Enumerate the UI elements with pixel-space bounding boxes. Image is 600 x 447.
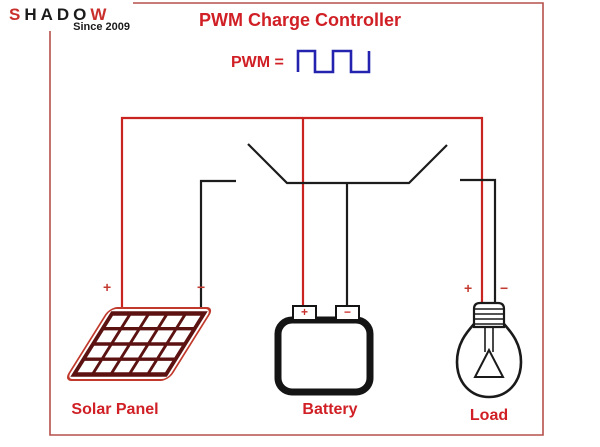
- solar-positive-sign: +: [103, 279, 112, 295]
- outer-border: [49, 2, 544, 436]
- brand-logo-letters-mid: HADO: [24, 5, 91, 24]
- load-positive-sign: +: [464, 280, 473, 296]
- brand-logo-letter-w: W: [90, 5, 111, 24]
- battery-negative-terminal: −: [335, 305, 360, 321]
- pwm-equation-label: PWM =: [231, 54, 284, 71]
- controller-switch-symbol: [247, 143, 448, 185]
- battery-label: Battery: [302, 401, 358, 418]
- load-label: Load: [469, 407, 509, 424]
- pwm-square-wave: [296, 49, 371, 74]
- solar-panel-graphic: [66, 307, 212, 381]
- black-wire-load-negative: [460, 178, 497, 304]
- black-wire-solar-negative: [199, 179, 236, 310]
- solar-panel-grid-lines: [82, 313, 196, 375]
- bulb-cap-ridges: [473, 308, 505, 325]
- battery-body: [274, 316, 374, 396]
- load-negative-sign: −: [500, 280, 509, 296]
- brand-logo: SHADOW: [9, 5, 110, 25]
- solar-panel-label: Solar Panel: [71, 401, 159, 418]
- battery-positive-terminal: +: [292, 305, 317, 321]
- brand-logo-letter-s: S: [9, 5, 25, 24]
- page-title: PWM Charge Controller: [198, 10, 401, 30]
- bulb-filament-triangle: [473, 347, 505, 378]
- bulb-filament-stem: [484, 327, 494, 352]
- brand-tagline: Since 2009: [73, 21, 130, 33]
- solar-negative-sign: −: [197, 279, 206, 295]
